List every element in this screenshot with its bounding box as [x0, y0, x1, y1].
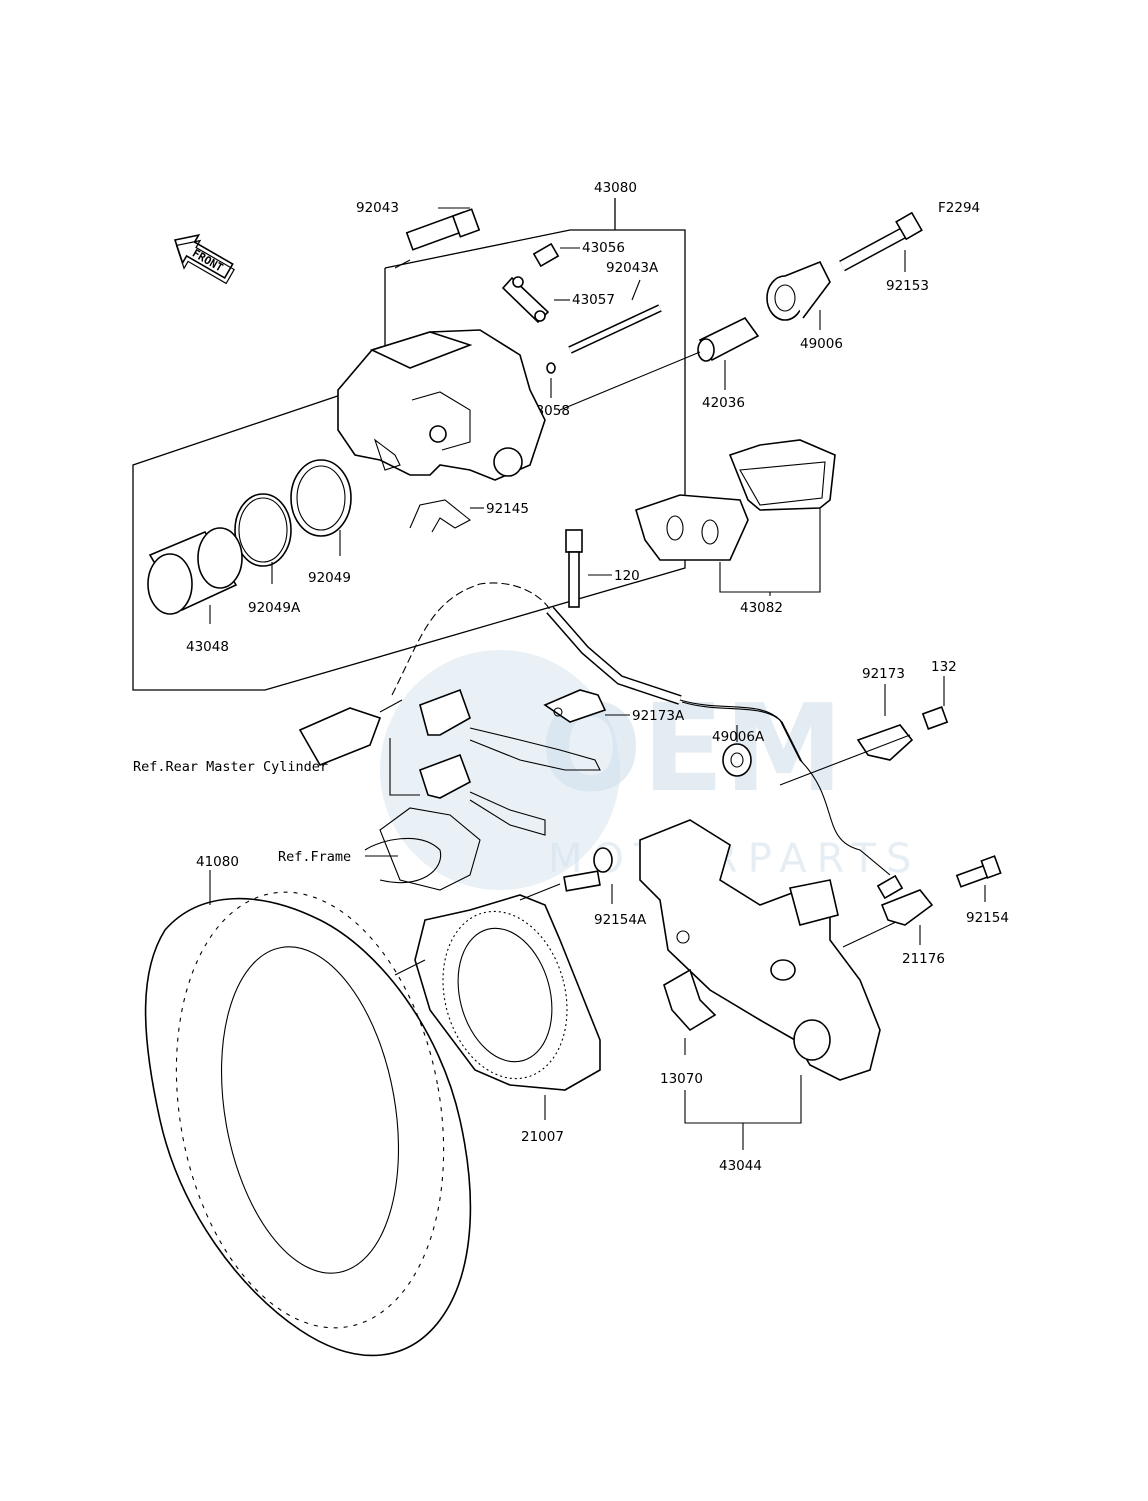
label-21176: 21176 — [902, 951, 945, 967]
label-92173A: 92173A — [632, 708, 685, 724]
label-92145: 92145 — [486, 501, 529, 517]
part-92049-seal — [290, 459, 352, 556]
label-92049A: 92049A — [248, 600, 301, 616]
part-92173-clamp — [856, 684, 914, 761]
label-92173: 92173 — [862, 666, 905, 682]
front-arrow-icon: FRONT — [173, 234, 235, 285]
part-43048-piston — [147, 527, 243, 624]
label-43056: 43056 — [582, 240, 625, 256]
part-92145-spring — [409, 499, 484, 533]
part-92153-bolt — [839, 211, 923, 272]
label-132: 132 — [931, 659, 957, 675]
part-21176-sensor — [876, 874, 934, 945]
part-92173A-clamp — [543, 689, 630, 723]
leader-line-3 — [519, 883, 561, 901]
ref-frame: Ref.Frame — [278, 849, 351, 865]
part-43057-cap — [501, 276, 570, 324]
part-92043-bolt — [394, 207, 481, 269]
label-120: 120 — [614, 568, 640, 584]
label-43048: 43048 — [186, 639, 229, 655]
ref-master-cylinder: Ref.Rear Master Cylinder — [133, 759, 328, 775]
part-43044-bracket — [639, 819, 933, 1081]
label-92153: 92153 — [886, 278, 929, 294]
label-49006: 49006 — [800, 336, 843, 352]
part-120-bolt — [565, 529, 612, 608]
part-132-bolt — [921, 676, 949, 730]
label-41080: 41080 — [196, 854, 239, 870]
diagram-code: F2294 — [938, 200, 980, 216]
frame-ref — [364, 807, 481, 891]
label-43082: 43082 — [740, 600, 783, 616]
label-43080: 43080 — [594, 180, 637, 196]
part-49006-boot — [766, 260, 831, 330]
part-92049A-seal — [234, 493, 292, 584]
part-92154A-bolt — [563, 847, 613, 904]
label-13070: 13070 — [660, 1071, 703, 1087]
brake-hose — [391, 582, 891, 876]
part-43058 — [546, 362, 556, 398]
caliper-assembly-outline — [132, 198, 686, 691]
label-92043: 92043 — [356, 200, 399, 216]
label-92043A: 92043A — [606, 260, 659, 276]
part-41080-disc — [144, 870, 472, 1357]
label-43044: 43044 — [719, 1158, 762, 1174]
part-49006A — [722, 725, 752, 777]
part-92154-bolt — [955, 855, 1002, 902]
part-42036-sleeve — [697, 316, 760, 390]
label-92049: 92049 — [308, 570, 351, 586]
caliper-body — [337, 329, 546, 481]
part-92043A-pin — [568, 279, 662, 354]
leader-line-2 — [779, 734, 911, 786]
label-49006A: 49006A — [712, 729, 765, 745]
part-43056-bleeder — [532, 242, 580, 268]
label-43057: 43057 — [572, 292, 615, 308]
label-92154: 92154 — [966, 910, 1009, 926]
label-21007: 21007 — [521, 1129, 564, 1145]
label-42036: 42036 — [702, 395, 745, 411]
part-43082-pads — [635, 439, 836, 596]
part-21007-abs-rotor — [394, 894, 601, 1120]
leader-line — [559, 351, 701, 411]
master-cylinder-ref — [298, 688, 601, 836]
label-92154A: 92154A — [594, 912, 647, 928]
part-13070-clip — [663, 968, 717, 1055]
